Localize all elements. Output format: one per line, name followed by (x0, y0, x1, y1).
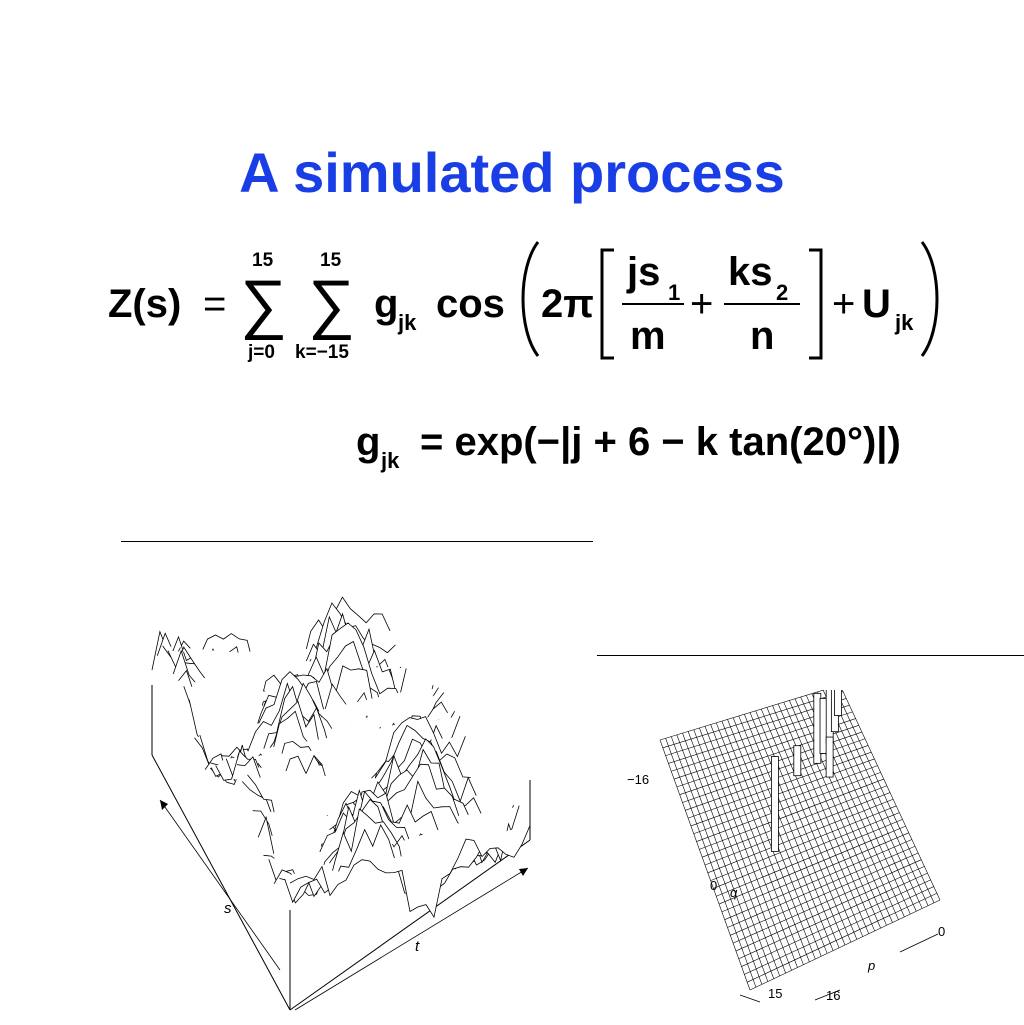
divider-right (597, 655, 1024, 656)
label-p: p (868, 958, 876, 973)
label-0-left: 0 (710, 878, 718, 893)
eq-g: g (374, 282, 399, 326)
sum1-upper: 15 (252, 250, 274, 271)
frac1-denominator: m (630, 314, 666, 358)
slide-title: A simulated process (239, 141, 785, 204)
frac1-numerator: js (627, 250, 661, 294)
sum2-upper: 15 (320, 250, 342, 271)
left-bracket (600, 248, 614, 360)
sum2-lower: k=−15 (295, 342, 349, 363)
label-15: 15 (768, 986, 783, 1001)
label-t: t (415, 938, 420, 955)
left-paren (521, 241, 540, 357)
label-s: s (224, 900, 232, 917)
eq-plus: + (690, 282, 714, 326)
sum2-sigma: ∑ (308, 266, 356, 340)
frac1-numerator-sub: 1 (668, 280, 681, 305)
eq-cos: cos (436, 282, 505, 326)
label-q: q (730, 885, 738, 900)
eq-equals: = (203, 282, 227, 326)
sum1-lower: j=0 (248, 342, 275, 363)
frac2-numerator: ks (728, 250, 773, 294)
eq-plus-2: + (832, 282, 856, 326)
eq2-g: g (356, 420, 381, 464)
frac2-numerator-sub: 2 (776, 280, 789, 305)
eq2-g-sub: jk (381, 448, 400, 473)
label-minus16: −16 (627, 772, 650, 787)
right-paren (920, 241, 939, 357)
eq-lhs: Z(s) (108, 282, 182, 326)
frac1-line (622, 303, 684, 305)
eq-two-pi: 2π (541, 282, 594, 326)
eq-u: U (862, 282, 891, 326)
right-bracket (809, 248, 823, 360)
sum1-sigma: ∑ (240, 266, 288, 340)
frac2-line (724, 303, 800, 305)
label-0-right: 0 (938, 924, 946, 939)
eq2-rhs: = exp(−|j + 6 − k tan(20°)|) (420, 420, 901, 464)
spectrum-grid-figure (659, 690, 941, 1003)
surface-plot-figure (151, 596, 531, 1011)
divider-left (121, 541, 593, 542)
eq-u-sub: jk (895, 310, 914, 335)
label-16: 16 (826, 988, 841, 1003)
frac2-denominator: n (750, 314, 775, 358)
eq-g-sub: jk (398, 310, 417, 335)
